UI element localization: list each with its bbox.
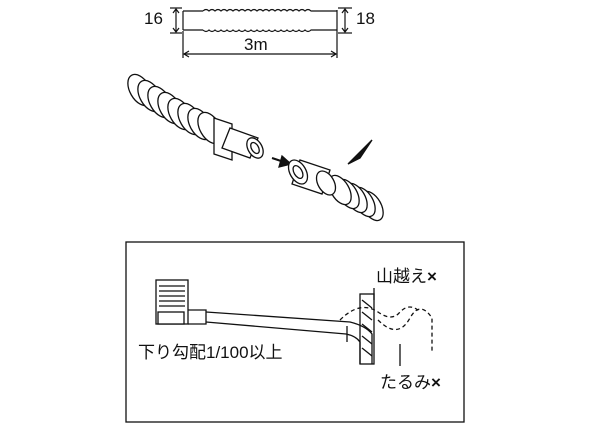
corrugated-hose-left xyxy=(127,73,223,145)
sag-text: たるみ xyxy=(380,373,431,392)
drain-pipe xyxy=(359,293,375,365)
sag-cross-icon: × xyxy=(431,373,441,392)
over-hill-label: 山越え× xyxy=(376,268,437,285)
corrugated-hose-right xyxy=(287,159,384,222)
connection-pointer-icon xyxy=(347,139,373,165)
inlet-diameter-label: 16 xyxy=(144,9,163,28)
hose-connection-drawing xyxy=(127,73,384,222)
drain-outlet xyxy=(155,279,207,325)
over-hill-cross-icon: × xyxy=(427,267,437,286)
hose-dimension-drawing xyxy=(170,7,352,58)
slope-label: 下り勾配1/100以上 xyxy=(138,343,283,362)
insert-direction-arrow xyxy=(271,154,293,168)
sag-route xyxy=(377,308,433,352)
hose-length-label: 3m xyxy=(244,35,268,54)
installation-note-box xyxy=(125,241,465,423)
hose-end-pipe xyxy=(213,117,264,161)
over-hill-text: 山越え xyxy=(376,267,427,286)
over-hill-route xyxy=(339,306,421,321)
outlet-diameter-label: 18 xyxy=(356,9,375,28)
sag-label: たるみ× xyxy=(380,374,441,391)
